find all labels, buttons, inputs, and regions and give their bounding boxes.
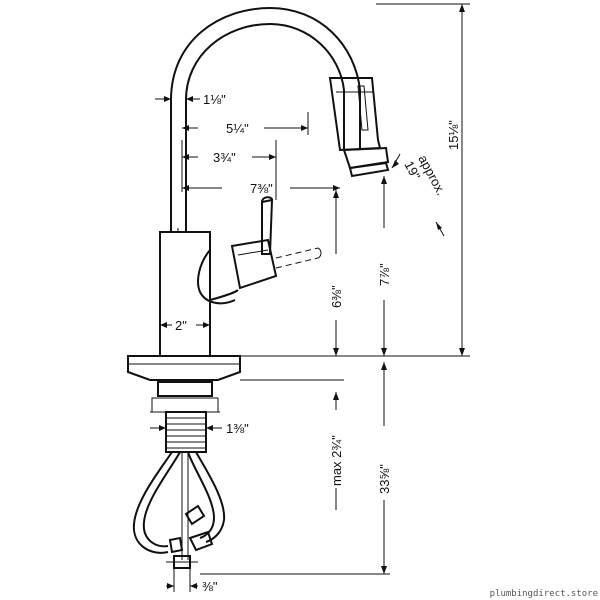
dim-label-15-1-8: 15⅛" xyxy=(446,120,461,150)
dim-label-1-3-8: 1⅜" xyxy=(226,421,249,436)
spray-head xyxy=(328,77,390,178)
lever-handle xyxy=(230,196,322,290)
dim-label-7-3-8: 7⅜" xyxy=(250,181,273,196)
dim-label-1-1-8: 1⅛" xyxy=(203,92,226,107)
dim-label-33-5-8: 33⅝" xyxy=(377,464,392,494)
watermark-text: plumbingdirect.store xyxy=(490,589,598,599)
dim-label-max-2-3-4: max 2¾" xyxy=(329,435,344,486)
dim-label-3-8: ⅜" xyxy=(202,579,218,594)
dim-label-3-3-4: 3¾" xyxy=(213,150,236,165)
dim-label-6-3-8: 6⅜" xyxy=(329,285,344,308)
dim-label-2: 2" xyxy=(175,318,187,333)
supply-hoses xyxy=(132,451,226,569)
faucet-body xyxy=(159,231,239,357)
mounting-shank xyxy=(150,381,220,453)
dim-label-5-1-4: 5¼" xyxy=(226,121,249,136)
deck-plate xyxy=(127,355,241,381)
dim-label-7-7-8: 7⅞" xyxy=(377,263,392,286)
dimension-lines xyxy=(150,3,470,592)
